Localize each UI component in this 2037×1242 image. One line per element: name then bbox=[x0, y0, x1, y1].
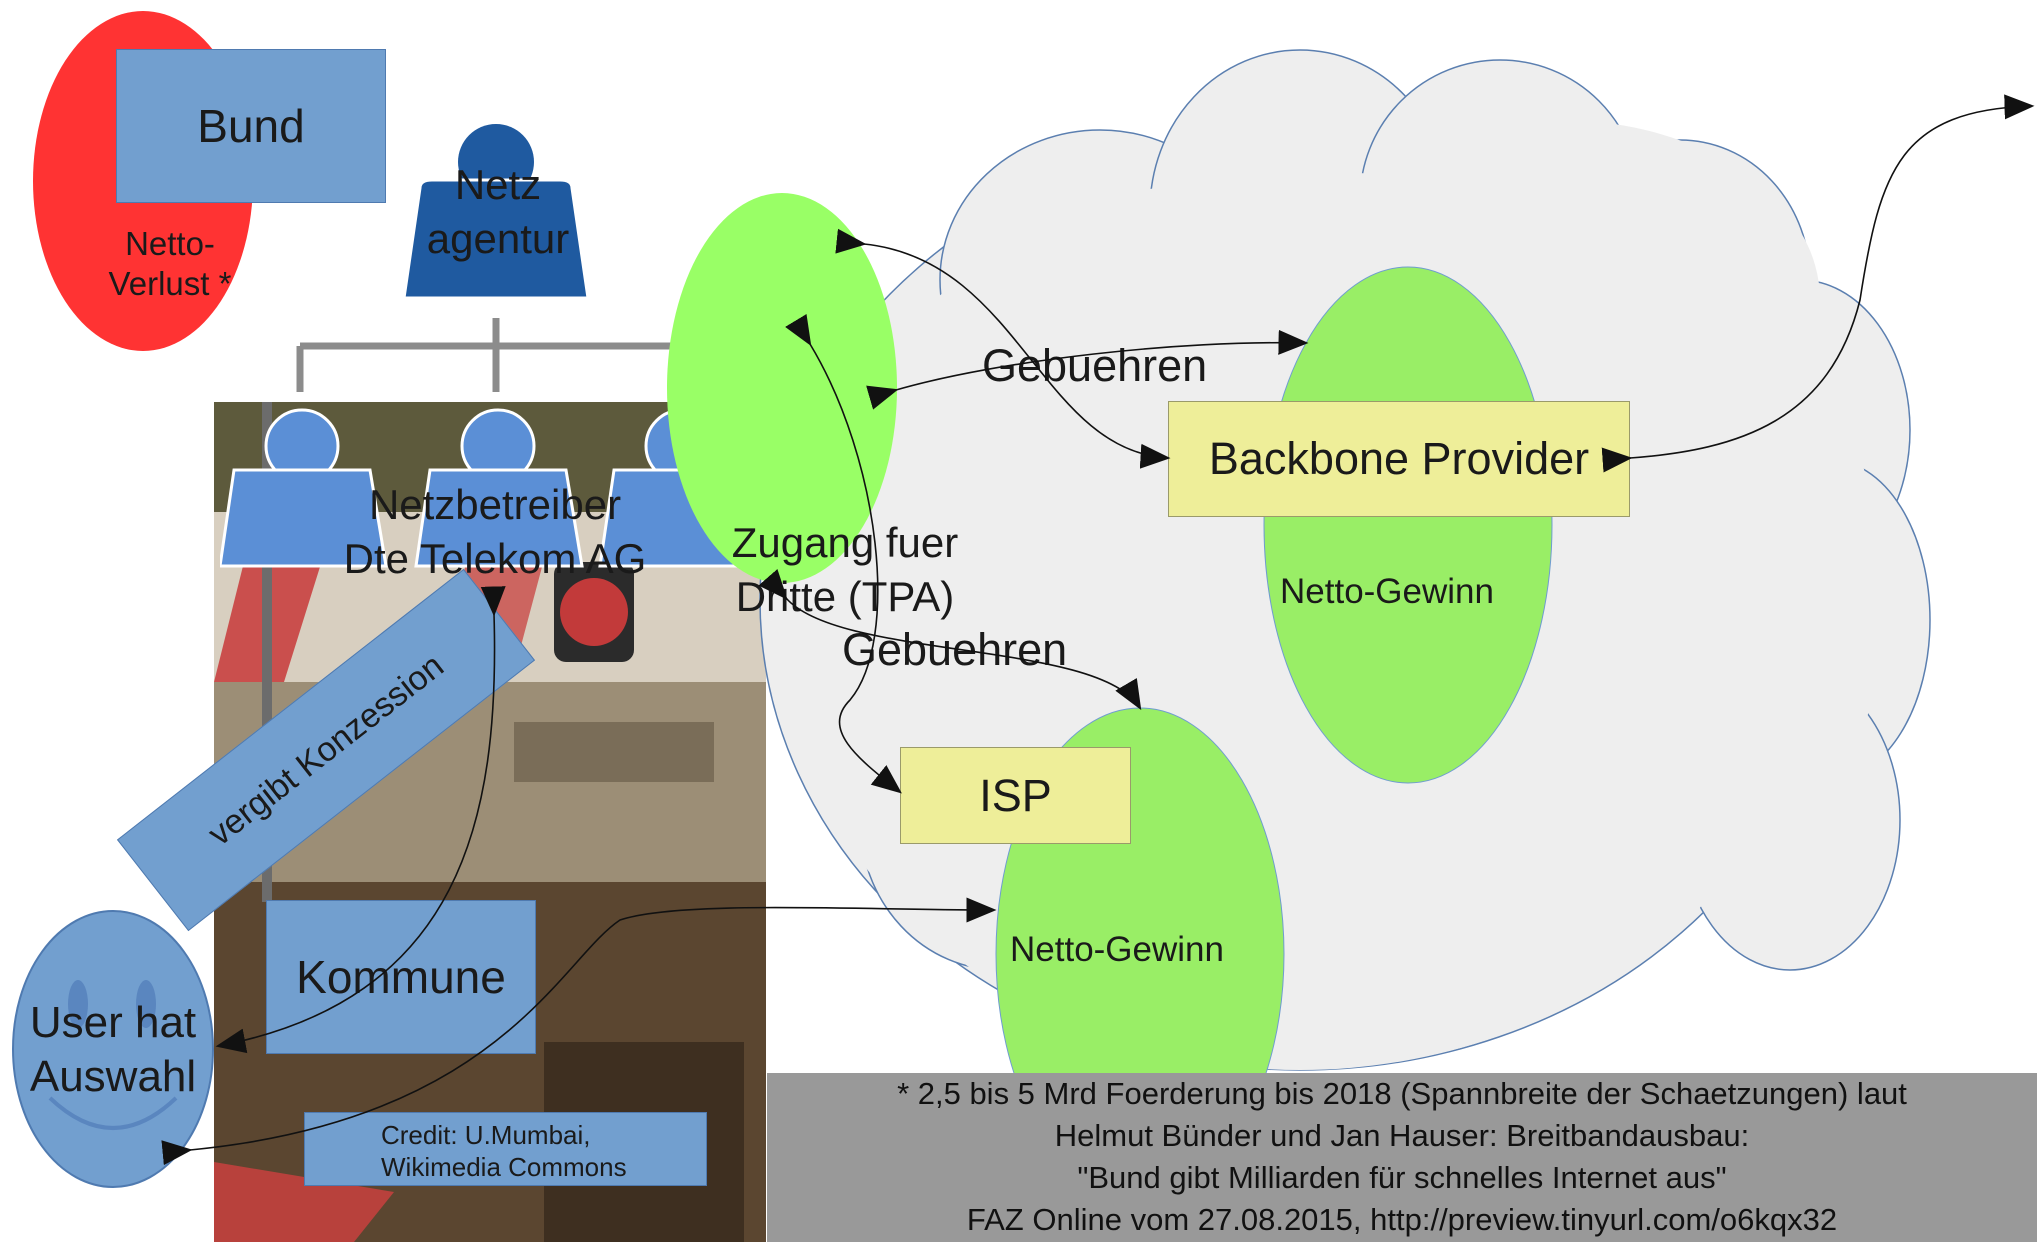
footnote-box: * 2,5 bis 5 Mrd Foerderung bis 2018 (Spa… bbox=[767, 1073, 2037, 1242]
arrow-user-isp bbox=[161, 897, 997, 1166]
isp-netto-gewinn-label: Netto-Gewinn bbox=[1010, 930, 1224, 969]
arrow-tpa-isp bbox=[785, 313, 902, 794]
arrow-netzbetreiber-user bbox=[215, 586, 506, 1054]
footnote-line-3: "Bund gibt Milliarden für schnelles Inte… bbox=[1077, 1160, 1727, 1195]
netzbetreiber-label: Netzbetreiber Dte Telekom AG bbox=[343, 481, 647, 582]
netzagentur-person-icon bbox=[402, 124, 590, 300]
arrow-backbone-outside bbox=[1601, 94, 2035, 473]
bund-label: Bund bbox=[197, 100, 305, 152]
arrow-tpa-gebuehren-backbone bbox=[866, 329, 1309, 410]
netto-verlust-label: Netto- Verlust * bbox=[108, 225, 232, 302]
backbone-provider-label: Backbone Provider bbox=[1208, 433, 1590, 484]
footnote-line-4: FAZ Online vom 27.08.2015, http://previe… bbox=[966, 1202, 1838, 1237]
isp-box: ISP bbox=[900, 747, 1131, 844]
arrow-tpa-gebuehren-isp bbox=[758, 569, 1142, 711]
backbone-netto-gewinn-label: Netto-Gewinn bbox=[1280, 572, 1494, 611]
footnote-line-2: Helmut Bünder und Jan Hauser: Breitbanda… bbox=[1054, 1118, 1750, 1153]
isp-label: ISP bbox=[979, 769, 1052, 821]
backbone-gewinn-ellipse bbox=[1263, 266, 1553, 784]
bund-box: Bund bbox=[116, 49, 386, 203]
footnote-line-1: * 2,5 bis 5 Mrd Foerderung bis 2018 (Spa… bbox=[897, 1076, 1907, 1111]
netzagentur-label: Netz agentur bbox=[426, 161, 570, 262]
backbone-provider-box: Backbone Provider bbox=[1168, 401, 1630, 517]
